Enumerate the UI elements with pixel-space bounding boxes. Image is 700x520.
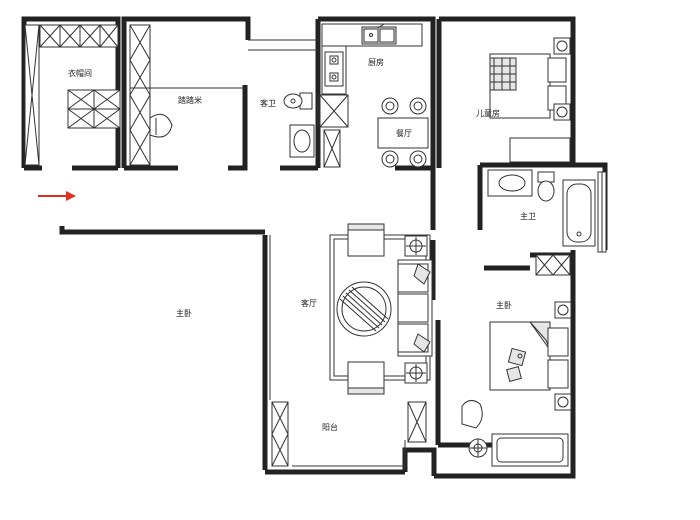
label-living-room: 客厅: [301, 298, 317, 308]
label-master-bedroom-right: 主卧: [496, 300, 512, 310]
closet-wardrobe-left: [24, 24, 40, 166]
red-arrow-right-icon: [38, 191, 76, 201]
master-bath-toilet: [537, 171, 555, 202]
label-tatami: 踏踏米: [178, 95, 202, 105]
living-sofa: [397, 259, 433, 357]
kitchen-stove: [324, 51, 344, 87]
label-closet: 衣帽间: [68, 68, 92, 78]
label-master-bath: 主卫: [520, 211, 536, 221]
closet-wardrobe-top: [39, 24, 119, 48]
kids-bed: [489, 53, 567, 119]
guest-bath-sink: [289, 124, 315, 158]
living-armchairs: [347, 223, 385, 395]
closet-island: [67, 89, 121, 129]
label-master-bedroom-left: 主卧: [176, 308, 192, 318]
master-nightstands: [554, 301, 572, 411]
label-dining: 餐厅: [396, 129, 412, 138]
master-desk: [468, 433, 569, 467]
walls: [21, 16, 608, 479]
kids-nightstands: [553, 37, 571, 121]
kids-desk: [509, 137, 571, 163]
label-kitchen: 厨房: [368, 57, 384, 67]
dining-table: [377, 97, 429, 168]
balcony-cabinets: [271, 401, 427, 467]
kitchen-cabinet: [319, 94, 349, 168]
tatami-cabinet: [129, 24, 245, 166]
master-bath-sink: [487, 169, 533, 197]
label-kids-room: 儿童房: [476, 108, 500, 118]
label-balcony: 阳台: [322, 422, 338, 432]
master-bed: [489, 321, 569, 391]
master-cabinet: [535, 254, 571, 276]
living-side-tables: [404, 235, 428, 384]
master-bathtub: [562, 179, 596, 247]
label-guest-bath: 客卫: [260, 98, 276, 108]
living-coffee-table: [336, 281, 392, 337]
master-chair: [461, 400, 483, 429]
thin-walls: [248, 39, 406, 470]
master-bath-window: [597, 171, 607, 253]
tatami-chair: [149, 113, 173, 138]
guest-bath-toilet: [283, 92, 313, 110]
